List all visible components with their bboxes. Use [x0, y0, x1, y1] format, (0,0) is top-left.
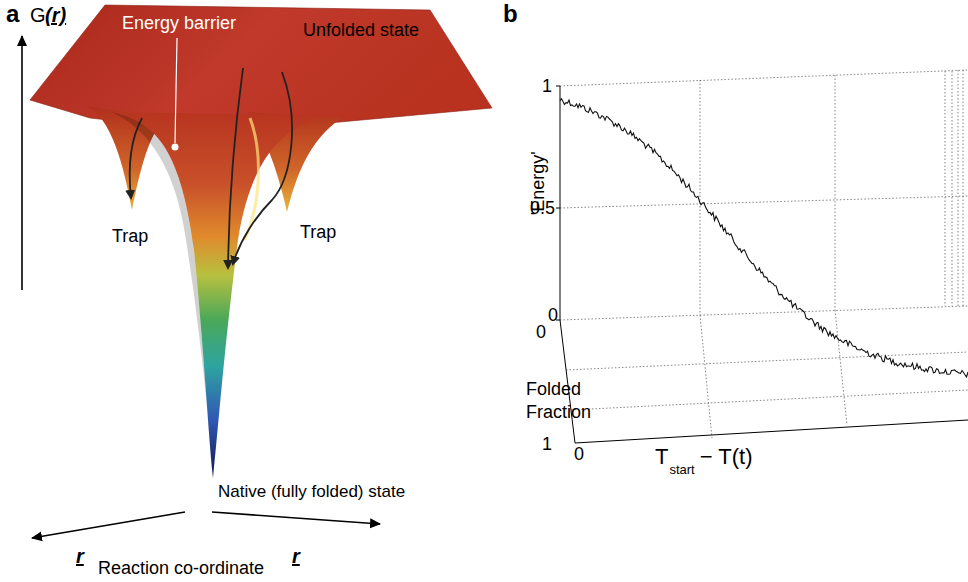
reaction-axis	[32, 512, 185, 538]
energy-curve	[560, 99, 968, 377]
state-label: Unfolded state	[303, 20, 419, 41]
axis-title: T	[655, 444, 668, 469]
folding-funnel	[112, 112, 332, 478]
barrier-dot	[172, 144, 179, 151]
panel-letter: a	[6, 0, 19, 28]
path-arrow	[228, 68, 243, 268]
path-arrow	[233, 72, 292, 264]
panel-letter: b	[503, 0, 518, 28]
tick-label: 0	[548, 305, 558, 326]
axis-symbol: r	[292, 545, 300, 568]
axis-title: G	[30, 4, 46, 27]
state-label: Native (fully folded) state	[218, 482, 405, 502]
barrier-label: Energy barrier	[122, 13, 236, 34]
axis-title: Folded Fraction	[526, 378, 612, 425]
funnel-shade	[112, 112, 213, 478]
tick-label: 0	[536, 322, 546, 343]
plot-frame	[556, 86, 968, 443]
tick-label: 0	[574, 444, 584, 465]
axis-title: (r)	[45, 4, 66, 27]
plot-grid	[560, 70, 968, 438]
tick-label: 0.5	[530, 198, 555, 219]
axis-title: Reaction co-ordinate	[98, 558, 264, 579]
trap-label: Trap	[112, 226, 148, 247]
axis-symbol: r	[76, 545, 84, 568]
barrier-leader	[175, 38, 177, 143]
axis-subscript: start	[669, 463, 694, 478]
free-energy-axis	[21, 36, 23, 290]
funnel-highlight	[245, 118, 258, 240]
reaction-axis	[212, 512, 380, 524]
tick-label: 1	[542, 434, 552, 455]
trap-label: Trap	[300, 222, 336, 243]
axis-title: − T(t)	[700, 444, 753, 469]
tick-label: 1	[542, 76, 552, 97]
path-arrow	[130, 118, 142, 198]
